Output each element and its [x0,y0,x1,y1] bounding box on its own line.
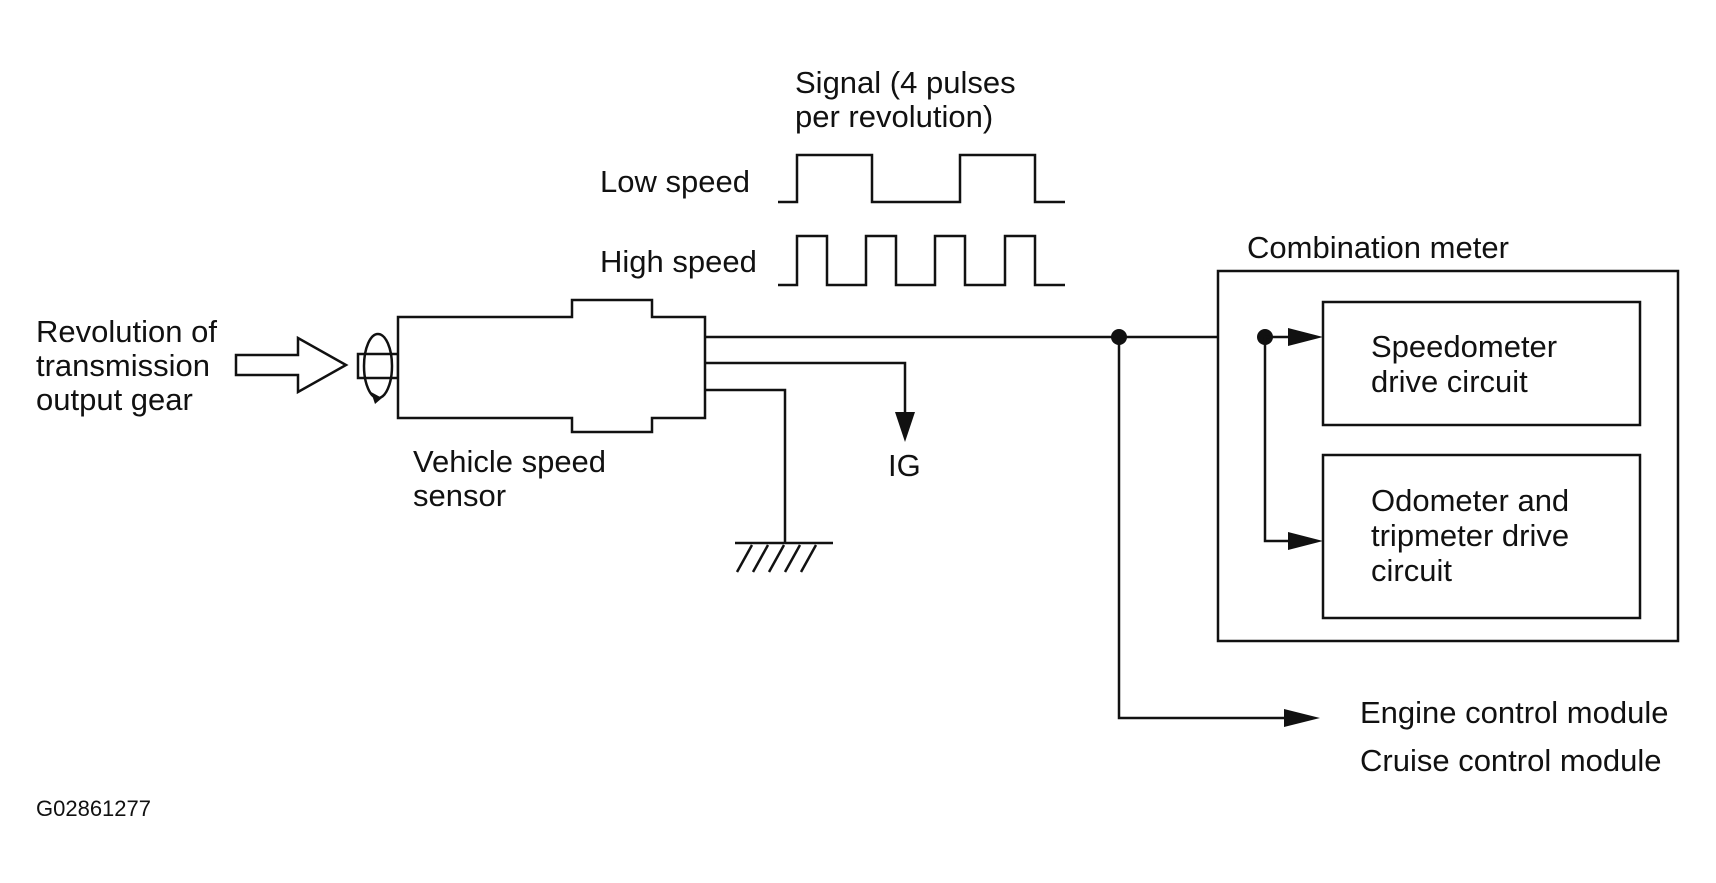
input-label-line3: output gear [36,382,193,417]
speedometer-label-line2: drive circuit [1371,364,1528,399]
input-label-line1: Revolution of [36,314,217,349]
speedometer-drive-circuit-box [1321,300,1642,427]
odometer-label-line2: tripmeter drive [1371,518,1569,553]
ground-icon [735,544,818,573]
figure-id: G02861277 [36,796,151,821]
ig-arrow-icon [895,412,915,442]
engine-control-module-label: Engine control module [1360,695,1668,730]
signal-title-line1: Signal (4 pulses [795,65,1016,100]
high-speed-label: High speed [600,244,757,279]
input-label-line2: transmission [36,348,210,383]
ig-label: IG [888,448,921,483]
rotation-direction-icon [371,392,382,404]
vehicle-speed-sensor-body [396,298,707,434]
cruise-control-module-label: Cruise control module [1360,743,1662,778]
low-speed-label: Low speed [600,164,750,199]
odometer-feed-wire [1263,337,1292,543]
odometer-drive-circuit-box [1321,453,1642,620]
odometer-label-line1: Odometer and [1371,483,1569,518]
signal-title-line2: per revolution) [795,99,993,134]
sensor-label-line1: Vehicle speed [413,444,606,479]
speedometer-arrow-icon [1288,328,1323,346]
combination-meter-title: Combination meter [1247,230,1509,265]
module-arrow-icon [1284,709,1320,727]
odometer-arrow-icon [1288,532,1323,550]
high-speed-waveform [778,234,1065,287]
module-feed-wire [1117,337,1288,720]
sensor-label-line2: sensor [413,478,506,513]
ground-wire [705,388,787,542]
speedometer-label-line1: Speedometer [1371,329,1557,364]
rotation-input-arrow [234,335,349,395]
low-speed-waveform [778,153,1065,204]
ig-wire [705,361,907,420]
odometer-label-line3: circuit [1371,553,1452,588]
